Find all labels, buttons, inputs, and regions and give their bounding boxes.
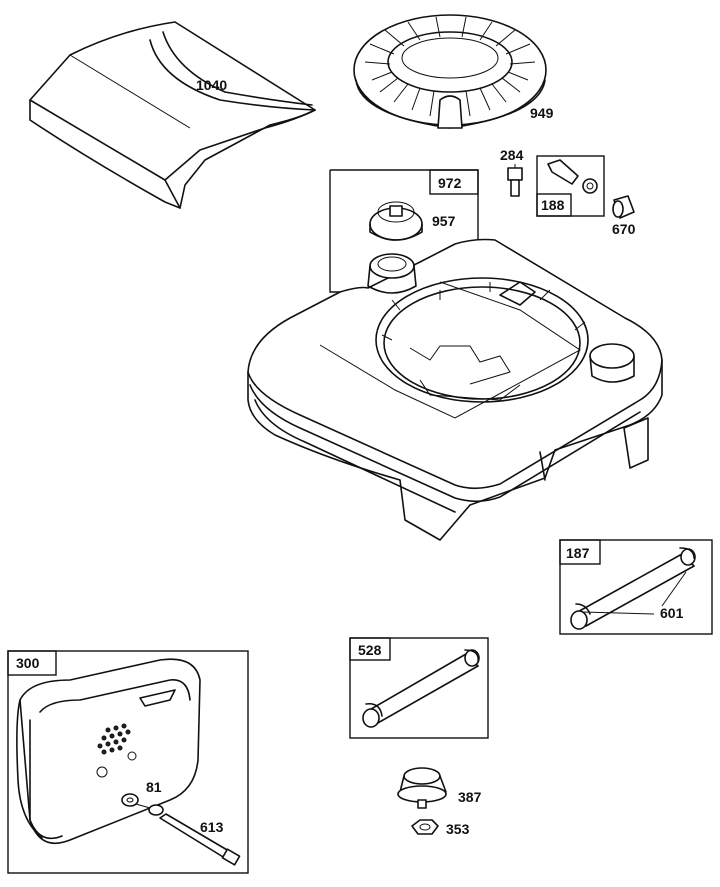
- label-353: 353: [446, 821, 470, 837]
- fuel-filter: [397, 767, 447, 809]
- label-957: 957: [432, 213, 456, 229]
- label-187: 187: [566, 545, 590, 561]
- label-284: 284: [500, 147, 524, 163]
- bushing: [612, 195, 635, 219]
- lockwasher: [121, 793, 164, 816]
- fuel-tank: [247, 238, 663, 541]
- label-613: 613: [200, 819, 224, 835]
- label-300: 300: [16, 655, 40, 671]
- fitting: [507, 164, 523, 197]
- label-949: 949: [530, 105, 554, 121]
- label-387: 387: [458, 789, 482, 805]
- fuel-line-528: [349, 637, 489, 739]
- fuel-line-kit-187: [559, 539, 713, 635]
- label-81: 81: [146, 779, 162, 795]
- rotating-screen: [353, 14, 547, 129]
- valve-kit: [536, 155, 605, 217]
- nut: [411, 819, 439, 835]
- screw: [159, 813, 241, 866]
- label-670: 670: [612, 221, 636, 237]
- muffler-kit: [7, 650, 249, 874]
- fuel-neck: [367, 253, 417, 294]
- label-972: 972: [438, 175, 462, 191]
- label-528: 528: [358, 642, 382, 658]
- fuel-cap: [369, 201, 423, 241]
- label-601: 601: [660, 605, 684, 621]
- engine-cover: [29, 21, 316, 209]
- label-1040: 1040: [196, 77, 227, 93]
- label-188: 188: [541, 197, 565, 213]
